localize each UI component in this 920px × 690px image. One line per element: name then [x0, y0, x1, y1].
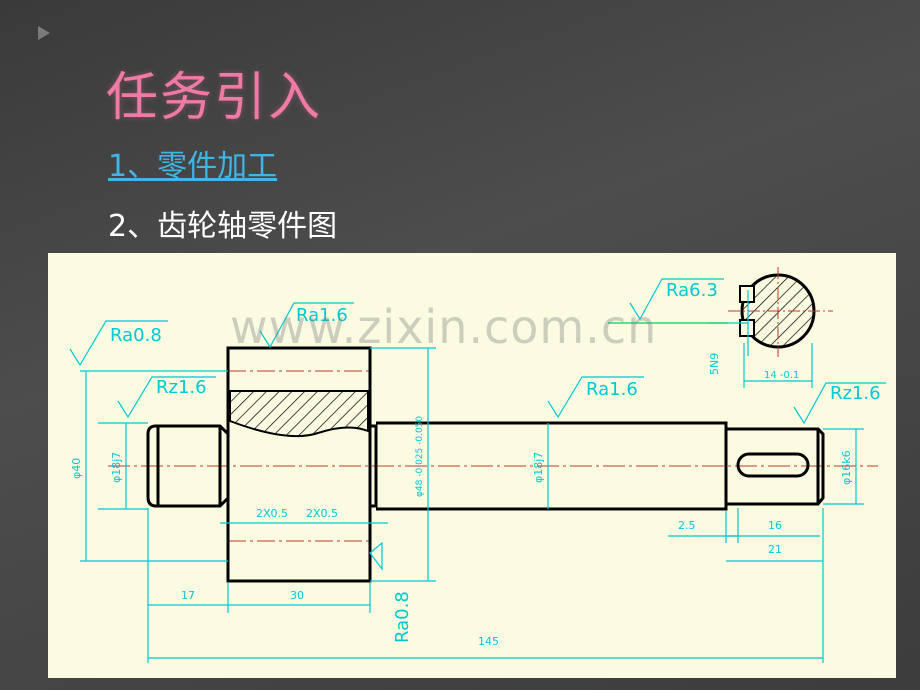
- roughness-ra16-shaft: Ra1.6: [586, 379, 638, 400]
- dim-d18-left: φ18j7: [110, 452, 123, 483]
- roughness-symbols: [69, 278, 886, 571]
- watermark: www.zixin.com.cn: [230, 300, 658, 354]
- gear-shaft-drawing-label: 2、齿轮轴零件图: [108, 209, 338, 244]
- roughness-ra16-gear: Ra1.6: [296, 305, 348, 326]
- roughness-rz16-right: Rz1.6: [830, 383, 881, 404]
- dimension-lines: [80, 290, 864, 663]
- dim-chamfer-2: 2X0.5: [306, 507, 338, 520]
- dim-length-2-5: 2.5: [678, 519, 696, 532]
- dim-length-21: 21: [768, 543, 782, 556]
- dim-d48: φ48 -0.025 -0.050: [415, 416, 425, 497]
- dim-d16: φ16k6: [840, 450, 853, 485]
- dim-chamfer-1: 2X0.5: [256, 507, 288, 520]
- dim-d40: φ40: [70, 458, 83, 479]
- dim-length-30: 30: [290, 589, 304, 602]
- dim-length-145: 145: [478, 635, 499, 648]
- dim-d18-mid: φ18j7: [532, 452, 545, 483]
- roughness-ra08-bottom: Ra0.8: [392, 591, 413, 643]
- gear-section-hatch: [229, 390, 369, 438]
- dim-key-14: 14 -0.1: [764, 370, 799, 381]
- roughness-rz16-left: Rz1.6: [156, 377, 207, 398]
- roughness-ra63: Ra6.3: [666, 280, 718, 301]
- shaft-outline: [146, 346, 825, 583]
- dim-length-16: 16: [768, 519, 782, 532]
- bullet-arrow-icon: [38, 26, 50, 40]
- roughness-ra08-left: Ra0.8: [110, 325, 162, 346]
- gear-shaft-drawing: Ra0.8 Rz1.6 Ra1.6 Ra1.6 Ra6.3 Rz1.6 Ra0.…: [48, 253, 896, 678]
- dim-key-5n9: 5N9: [708, 353, 721, 375]
- dim-length-17: 17: [181, 589, 195, 602]
- part-machining-link[interactable]: 1、零件加工: [108, 149, 278, 184]
- slide-title: 任务引入: [106, 68, 323, 128]
- key-section-view: [728, 267, 833, 357]
